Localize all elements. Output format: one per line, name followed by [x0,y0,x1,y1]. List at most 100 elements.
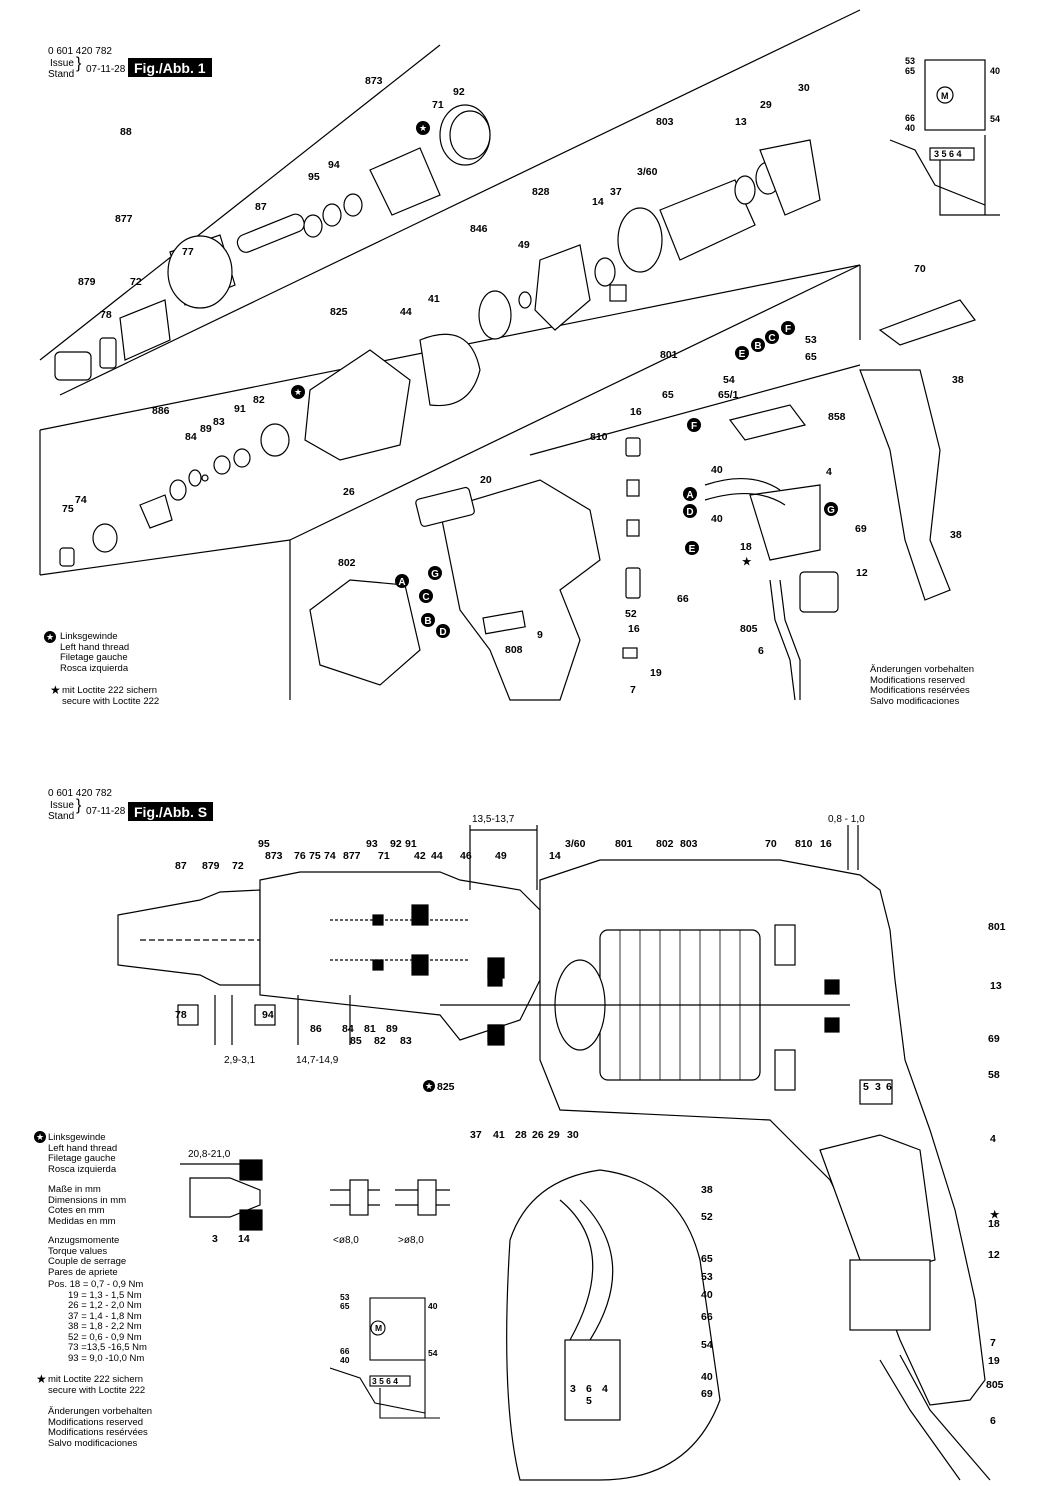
svg-text:49: 49 [495,850,507,862]
svg-text:14,7-14,9: 14,7-14,9 [296,1055,339,1066]
torque-table: Pos. 18 = 0,7 - 0,9 Nm 19 = 1,3 - 1,5 Nm… [48,1279,147,1364]
svg-text:26: 26 [532,1129,544,1141]
torque-row: 52 = 0,6 - 0,9 Nm [68,1331,142,1343]
legend-line: Left hand thread [60,641,130,653]
svg-text:53: 53 [340,1292,350,1302]
svg-text:40: 40 [711,513,723,525]
svg-text:54: 54 [701,1339,713,1351]
svg-text:13: 13 [990,980,1002,992]
svg-text:29: 29 [548,1129,560,1141]
svg-text:805: 805 [986,1379,1004,1391]
svg-text:3: 3 [212,1233,218,1245]
svg-text:C: C [422,592,429,603]
svg-text:E: E [739,349,746,360]
svg-text:86: 86 [310,1023,322,1035]
legend-line: Linksgewinde [60,631,118,642]
brace-icon: } [76,55,82,72]
legend-line: Couple de serrage [48,1256,127,1267]
legend-line: Medidas en mm [48,1215,116,1227]
svg-text:3 5 6 4: 3 5 6 4 [372,1376,398,1386]
svg-text:28: 28 [515,1129,527,1141]
svg-text:53: 53 [805,334,817,346]
svg-text:13: 13 [735,116,747,128]
svg-text:40: 40 [701,1289,713,1301]
note-line: Modifications reserved [48,1416,144,1428]
issue-date-2: 07-11-28 [86,806,126,817]
svg-text:20,8-21,0: 20,8-21,0 [188,1149,231,1160]
svg-text:78: 78 [175,1009,187,1021]
legend-units: Maße in mm Dimensions in mm Cotes en mm … [48,1184,126,1227]
svg-text:16: 16 [628,623,640,635]
svg-text:879: 879 [78,276,96,288]
svg-text:65/1: 65/1 [718,389,739,401]
svg-text:30: 30 [567,1129,579,1141]
svg-text:5: 5 [863,1081,869,1093]
star-icon: ★ [50,683,61,697]
svg-text:6: 6 [586,1383,592,1395]
part-number-2: 0 601 420 782 [48,788,112,799]
svg-text:A: A [398,577,405,588]
svg-text:70: 70 [765,838,777,850]
svg-text:87: 87 [175,860,187,872]
svg-text:65: 65 [905,66,915,76]
svg-text:52: 52 [625,608,637,620]
svg-text:877: 877 [343,850,361,862]
legend-line: Filetage gauche [60,652,128,663]
svg-text:810: 810 [795,838,813,850]
svg-text:14: 14 [238,1233,250,1245]
svg-text:84: 84 [185,431,197,443]
svg-text:18: 18 [740,541,752,553]
svg-text:3/60: 3/60 [637,166,658,178]
legend-line: Left hand thread [48,1142,118,1154]
svg-text:30: 30 [798,82,810,94]
svg-text:3: 3 [570,1383,576,1395]
note-line: Modifications resérvées [48,1427,148,1438]
brace-icon: } [76,797,82,814]
svg-text:94: 94 [262,1009,274,1021]
svg-text:18: 18 [988,1218,1000,1230]
svg-text:E: E [689,544,696,555]
legend-line: Maße in mm [48,1184,101,1195]
svg-text:72: 72 [232,860,244,872]
svg-text:3/60: 3/60 [565,838,586,850]
svg-text:825: 825 [330,306,348,318]
svg-text:3: 3 [875,1081,881,1093]
legend-line: mit Loctite 222 sichern [48,1374,144,1385]
svg-text:52: 52 [701,1211,713,1223]
svg-text:85: 85 [350,1035,362,1047]
svg-text:89: 89 [386,1023,398,1035]
legend-line: Anzugsmomente [48,1235,120,1246]
svg-text:66: 66 [701,1311,713,1323]
legend-left-hand-thread: Linksgewinde Left hand thread Filetage g… [60,631,130,674]
svg-text:873: 873 [365,75,383,87]
note-line: Salvo modificaciones [870,695,960,707]
svg-text:16: 16 [820,838,832,850]
svg-text:38: 38 [952,374,964,386]
svg-text:★: ★ [425,1081,433,1091]
svg-text:75: 75 [62,503,74,515]
svg-text:53: 53 [905,56,915,66]
svg-text:2,9-3,1: 2,9-3,1 [224,1055,256,1066]
torque-row: 37 = 1,4 - 1,8 Nm [68,1310,142,1322]
part-number: 0 601 420 782 [48,46,112,57]
svg-text:>ø8,0: >ø8,0 [398,1235,424,1246]
svg-text:★: ★ [419,123,427,133]
svg-text:D: D [439,627,446,638]
torque-row: 26 = 1,2 - 2,0 Nm [68,1300,142,1311]
svg-text:B: B [754,341,761,352]
legend-line: mit Loctite 222 sichern [62,685,158,696]
svg-text:20: 20 [480,474,492,486]
svg-text:58: 58 [988,1069,1000,1081]
svg-text:846: 846 [470,223,488,235]
svg-text:16: 16 [630,406,642,418]
svg-text:801: 801 [660,349,678,361]
svg-text:82: 82 [253,394,265,406]
svg-text:66: 66 [905,113,915,123]
svg-text:40: 40 [340,1355,350,1365]
svg-text:38: 38 [950,529,962,541]
figure-label: Fig./Abb. 1 [128,58,212,77]
svg-text:M: M [941,91,949,101]
issue-label: Issue [50,58,74,69]
svg-text:6: 6 [886,1081,892,1093]
legend-line: secure with Loctite 222 [48,1384,146,1396]
